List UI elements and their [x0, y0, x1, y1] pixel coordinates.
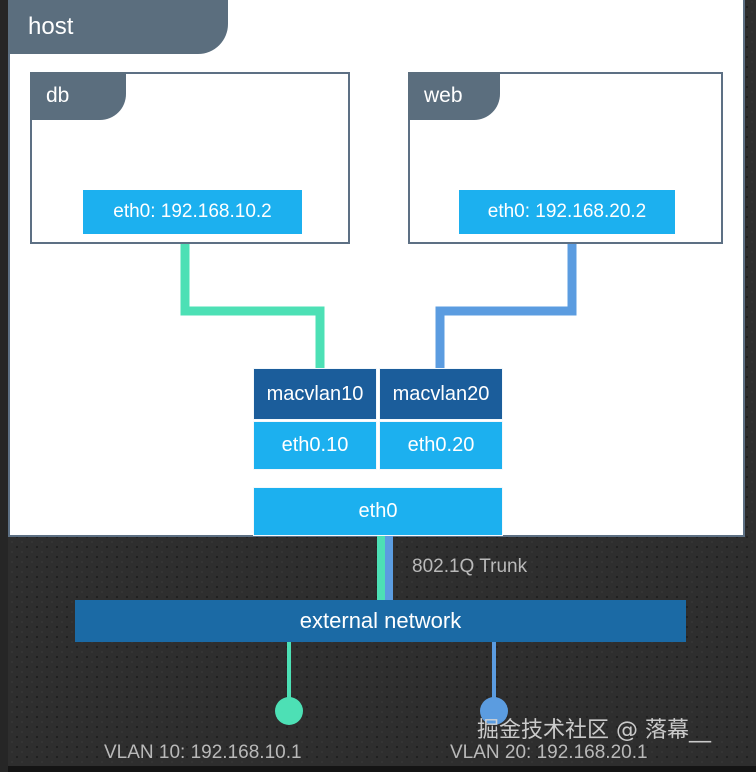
interface-chip-web-eth0: eth0: 192.168.20.2	[459, 190, 675, 234]
vlan-interface-eth0-20-label: eth0.20	[407, 434, 475, 456]
physical-nic-eth0-box: eth0	[253, 487, 503, 536]
watermark-text: 掘金技术社区 @ 落幕__	[477, 718, 711, 743]
host-panel-label: host	[28, 13, 74, 40]
container-label-web: web	[424, 84, 463, 107]
vlan10-gateway-dot	[275, 697, 303, 725]
trunk-label: 802.1Q Trunk	[412, 556, 527, 578]
external-network-label: external network	[299, 608, 462, 633]
vlan10-gateway-label: VLAN 10: 192.168.10.1	[104, 742, 302, 764]
container-label-tab-db: db	[30, 72, 126, 120]
container-label-tab-web: web	[408, 72, 500, 120]
interface-chip-web-eth0-label: eth0: 192.168.20.2	[487, 201, 647, 222]
macvlan10-box: macvlan10	[253, 368, 377, 420]
macvlan10-label: macvlan10	[266, 382, 364, 405]
vlan-interface-eth0-10-box: eth0.10	[253, 421, 377, 470]
vlan-interface-eth0-20-box: eth0.20	[379, 421, 503, 470]
bottom-edge-strip	[0, 766, 756, 772]
vlan-interface-eth0-10-label: eth0.10	[281, 434, 349, 456]
host-panel-label-tab: host	[8, 0, 228, 54]
macvlan20-label: macvlan20	[392, 382, 490, 405]
interface-chip-db-eth0-label: eth0: 192.168.10.2	[113, 201, 272, 222]
watermark: 掘金技术社区 @ 落幕__	[477, 712, 711, 744]
physical-nic-eth0-label: eth0	[358, 500, 398, 522]
interface-chip-db-eth0: eth0: 192.168.10.2	[83, 190, 302, 234]
left-edge-gutter	[0, 0, 8, 772]
vlan10-gateway-label-text: VLAN 10: 192.168.10.1	[104, 742, 302, 763]
vlan20-gateway-label-text: VLAN 20: 192.168.20.1	[450, 742, 648, 763]
external-network-bar: external network	[75, 600, 686, 642]
macvlan20-box: macvlan20	[379, 368, 503, 420]
container-label-db: db	[46, 84, 70, 107]
trunk-label-text: 802.1Q Trunk	[412, 556, 528, 577]
vlan20-gateway-label: VLAN 20: 192.168.20.1	[450, 742, 648, 764]
